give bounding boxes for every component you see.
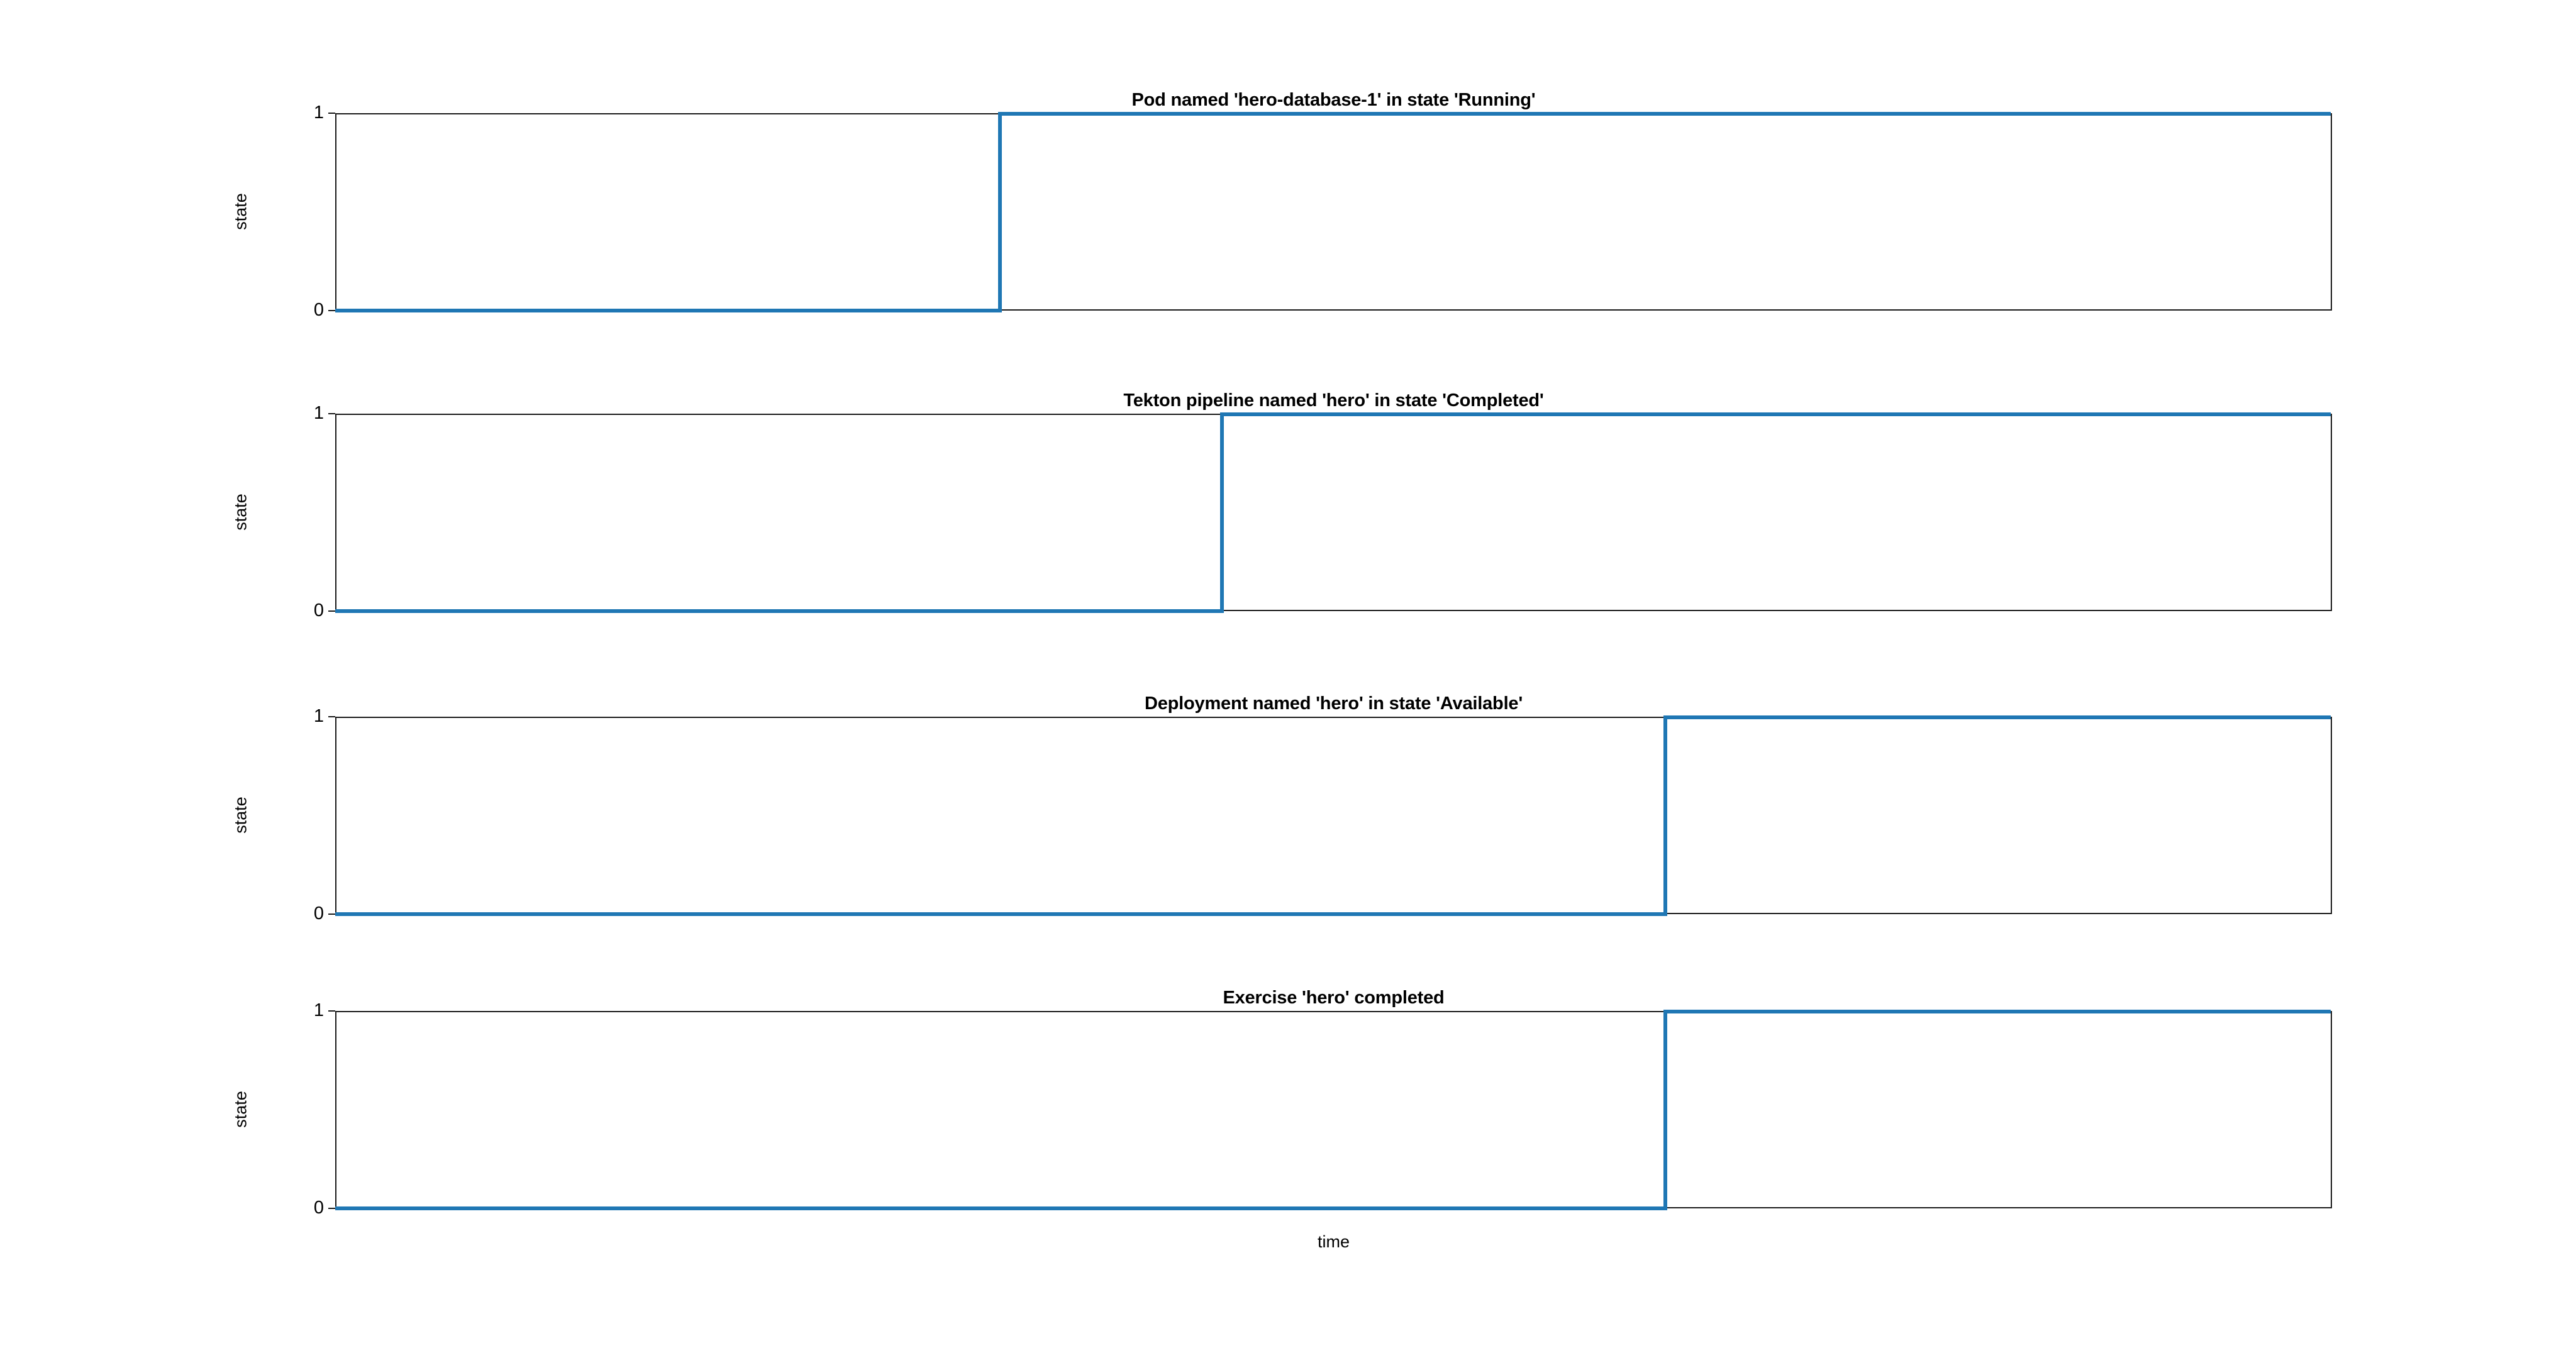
y-tick-value: 0 xyxy=(313,903,324,924)
y-tick-value: 0 xyxy=(313,300,324,320)
subplot-title: Tekton pipeline named 'hero' in state 'C… xyxy=(1123,390,1544,411)
x-axis-label: time xyxy=(1317,1232,1350,1251)
y-tick-value: 1 xyxy=(313,102,324,123)
y-tick-value: 1 xyxy=(313,403,324,423)
plot-area xyxy=(335,113,2332,311)
y-tick-mark xyxy=(328,716,335,717)
y-tick-mark xyxy=(328,610,335,612)
y-tick-mark xyxy=(328,1208,335,1209)
y-axis-label: state xyxy=(231,1091,250,1128)
y-tick-mark xyxy=(328,310,335,311)
plot-area xyxy=(335,717,2332,914)
y-tick-mark xyxy=(328,1010,335,1012)
subplot-title: Exercise 'hero' completed xyxy=(1223,988,1445,1008)
y-tick-mark xyxy=(328,113,335,114)
subplot-title: Deployment named 'hero' in state 'Availa… xyxy=(1144,693,1523,714)
y-axis-label: state xyxy=(231,494,250,531)
y-axis-label: state xyxy=(231,193,250,230)
plot-area xyxy=(335,414,2332,611)
y-tick-value: 0 xyxy=(313,600,324,621)
y-tick-mark xyxy=(328,914,335,915)
y-tick-mark xyxy=(328,413,335,414)
y-tick-value: 0 xyxy=(313,1198,324,1218)
y-axis-label: state xyxy=(231,797,250,834)
y-tick-value: 1 xyxy=(313,1000,324,1020)
subplot-title: Pod named 'hero-database-1' in state 'Ru… xyxy=(1131,90,1536,110)
y-tick-value: 1 xyxy=(313,706,324,726)
plot-area xyxy=(335,1011,2332,1208)
